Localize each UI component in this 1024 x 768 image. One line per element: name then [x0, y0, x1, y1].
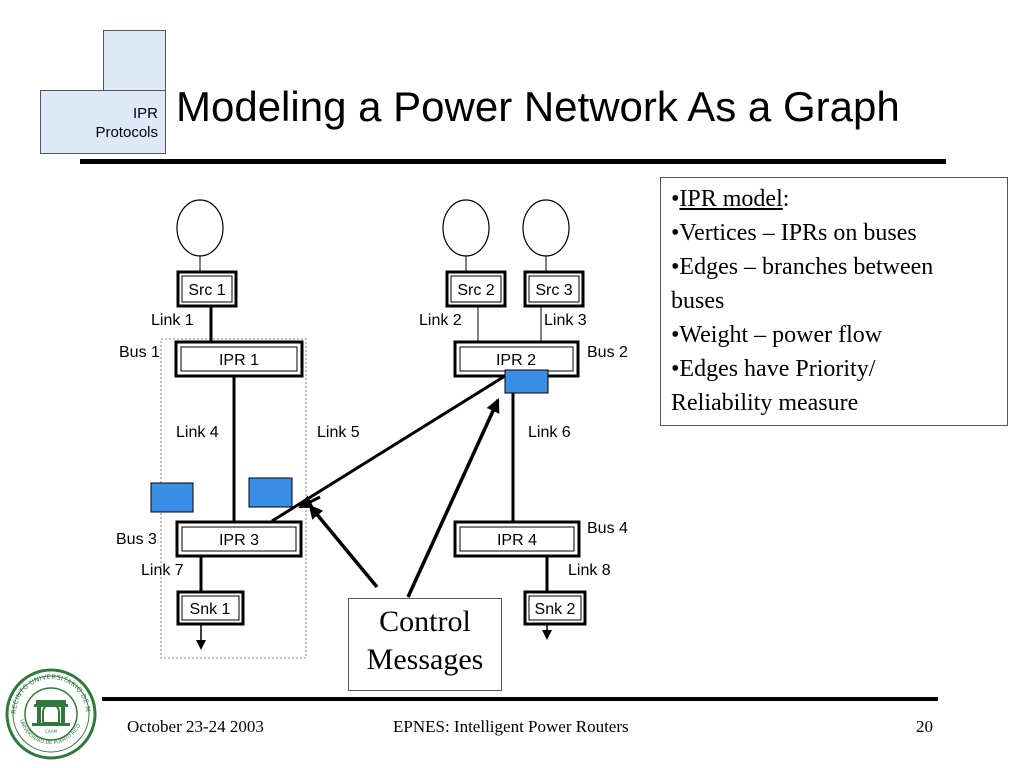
- ipr-model-link[interactable]: IPR model: [679, 186, 783, 212]
- message-box-link5: [248, 477, 293, 508]
- snk-1-box: [176, 590, 245, 626]
- src-3-box: [523, 270, 585, 308]
- callout-item-weight: •Weight – power flow: [671, 322, 883, 348]
- ipr-3-box: [175, 520, 303, 558]
- footer-center-title: EPNES: Intelligent Power Routers: [393, 717, 629, 736]
- snk-2-label: Snk 2: [535, 601, 576, 618]
- footer-date: October 23-24 2003: [127, 717, 264, 736]
- link-3-label: Link 3: [544, 312, 587, 329]
- message-box-ipr2: [504, 369, 549, 394]
- control-messages-line2: Messages: [366, 643, 484, 676]
- src-1-label: Src 1: [188, 282, 225, 299]
- link-2-label: Link 2: [419, 312, 462, 329]
- control-messages-box: Control Messages: [348, 598, 502, 691]
- src-2-box: [445, 270, 507, 308]
- callout-item-vertices: •Vertices – IPRs on buses: [671, 220, 917, 246]
- ipr-4-box: [453, 520, 581, 558]
- page-title: Modeling a Power Network As a Graph: [176, 83, 900, 130]
- bus-3-label: Bus 3: [116, 531, 157, 548]
- control-messages-line1: Control: [379, 605, 471, 638]
- footer-rule: [102, 697, 938, 701]
- ipr-4-label: IPR 4: [497, 532, 537, 549]
- link-6-label: Link 6: [528, 424, 571, 441]
- corner-label-line1: IPR: [132, 105, 158, 122]
- corner-label: IPR Protocols: [42, 104, 158, 142]
- bus-4-label: Bus 4: [587, 520, 628, 537]
- ipr-3-label: IPR 3: [219, 532, 259, 549]
- link-4-label: Link 4: [176, 424, 219, 441]
- bus-2-label: Bus 2: [587, 344, 628, 361]
- bus-1-label: Bus 1: [119, 344, 160, 361]
- svg-text:CAAM: CAAM: [45, 729, 57, 734]
- snk-2-box: [523, 590, 587, 626]
- ipr-model-callout: •IPR model: •Vertices – IPRs on buses •E…: [660, 177, 1008, 426]
- ipr-1-label: IPR 1: [219, 352, 259, 369]
- link5-arrowhead: [298, 495, 321, 509]
- generator-2: [442, 199, 490, 257]
- link-8-label: Link 8: [568, 562, 611, 579]
- callout-item-priority: •Edges have Priority/: [671, 356, 876, 382]
- generator-1: [176, 199, 224, 257]
- control-arrow-to-ipr2: [406, 398, 500, 598]
- title-rule: [80, 159, 946, 164]
- corner-decoration-upper: [103, 30, 166, 94]
- link-5-label: Link 5: [317, 424, 360, 441]
- callout-item-edges-cont: buses: [671, 288, 725, 314]
- corner-label-line2: Protocols: [95, 124, 158, 141]
- ipr-1-box: [174, 340, 304, 378]
- snk-1-label: Snk 1: [190, 601, 231, 618]
- link-1-label: Link 1: [151, 312, 194, 329]
- callout-colon: :: [782, 186, 790, 212]
- corner-join: [104, 91, 164, 95]
- callout-item-priority-cont: Reliability measure: [671, 390, 859, 416]
- link-5-line: [271, 374, 506, 523]
- control-arrow-to-link5: [308, 504, 379, 589]
- callout-item-edges: •Edges – branches between: [671, 254, 934, 280]
- corner-decoration-lower: [40, 90, 166, 154]
- message-box-left: [150, 482, 194, 513]
- callout-item-ipr-model: •IPR model:: [671, 182, 997, 216]
- ipr-2-label: IPR 2: [496, 352, 536, 369]
- src-2-label: Src 2: [457, 282, 494, 299]
- university-seal-logo: RECINTO UNIVERSITARIO DE MAYAGUEZ UNIVER…: [4, 666, 97, 760]
- generator-3: [522, 199, 570, 257]
- footer-page-number: 20: [916, 717, 933, 736]
- src-1-box: [176, 270, 238, 308]
- callout-bullet: •: [671, 186, 680, 212]
- src-3-label: Src 3: [535, 282, 572, 299]
- link-7-label: Link 7: [141, 562, 184, 579]
